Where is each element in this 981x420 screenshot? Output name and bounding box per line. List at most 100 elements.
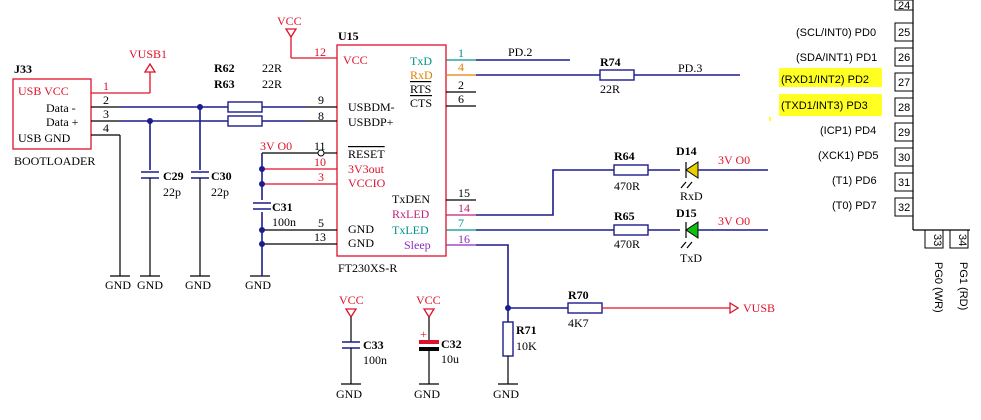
capacitor-c29: C29 22p: [141, 169, 184, 276]
mcu-label-pd3: (TXD1/INT3) PD3: [781, 100, 868, 112]
gnd-c29: GND: [137, 278, 163, 292]
led-d14: [685, 161, 699, 179]
j33-pin2-num: 2: [103, 93, 109, 107]
v3v-label-d14: 3V O0: [718, 153, 750, 167]
mcu-label-pg0: PG0 (WR): [932, 262, 944, 313]
j33-pin3-num: 3: [103, 107, 109, 121]
power-vusb1: VUSB1: [129, 47, 167, 93]
highlight-pd3: [779, 94, 882, 116]
mcu-num-33: 33: [931, 234, 943, 246]
u15-pin-gnd1: GND: [348, 222, 374, 236]
d15-label: TxD: [680, 251, 702, 265]
u15-num-12: 12: [314, 45, 326, 59]
u15-pin-rxd: RxD: [410, 68, 433, 82]
j33-name: BOOTLOADER: [14, 154, 95, 168]
mcu-num-25: 25: [898, 27, 910, 39]
u15-pin-cts: CTS: [410, 96, 432, 110]
mcu-label-pd7: (T0) PD7: [832, 200, 877, 212]
u15-num-7: 7: [458, 216, 464, 230]
resistor-r65: [613, 224, 649, 236]
u15-pin-usbdp: USBDP+: [348, 115, 394, 129]
r65-ref: R65: [614, 209, 635, 223]
j33-pin1-num: 1: [103, 79, 109, 93]
mcu-num-34: 34: [956, 234, 968, 246]
u15-pin-vcc: VCC: [343, 53, 368, 67]
mcu-label-pd2: (RXD1/INT2) PD2: [781, 74, 869, 86]
c29-value: 22p: [163, 185, 181, 199]
u15-pin-rts: RTS: [410, 82, 431, 96]
r70-ref: R70: [568, 288, 589, 302]
mcu-label-pd4: (ICP1) PD4: [820, 125, 876, 137]
mcu-partial: 24 (SCL/INT0) PD0 (SDA/INT1) PD1 (RXD1/I…: [781, 0, 970, 313]
d14-label: RxD: [680, 189, 703, 203]
u15-pin-rxled: RxLED: [392, 207, 430, 221]
u15-num-3: 3: [318, 170, 324, 184]
net-pd2-pd3: PD.2 R74 22R PD.3: [476, 45, 740, 96]
c33-ref: C33: [363, 338, 384, 352]
u15-num-13: 13: [314, 230, 326, 244]
gnd-r71: GND: [493, 387, 519, 401]
vusb1-label: VUSB1: [129, 47, 167, 61]
resistor-r74: [599, 69, 635, 81]
net-pd3-label: PD.3: [678, 61, 702, 75]
c32-value: 10u: [441, 352, 459, 366]
resistor-r62: R62 22R: [214, 61, 282, 113]
vusb-label: VUSB: [743, 301, 775, 315]
svg-text:+: +: [420, 327, 427, 341]
u15-num-11: 11: [314, 139, 326, 153]
c31-value: 100n: [272, 215, 296, 229]
u15-num-5: 5: [318, 216, 324, 230]
r65-value: 470R: [614, 237, 640, 251]
resistor-r64: [613, 164, 649, 176]
mcu-num-30: 30: [898, 152, 910, 164]
gnd-u15: GND: [245, 278, 271, 292]
mcu-num-24: 24: [898, 0, 910, 12]
u15-pin-vccio: VCCIO: [348, 176, 386, 190]
c29-ref: C29: [163, 169, 184, 183]
u15-pin-sleep: Sleep: [404, 238, 431, 252]
u15-pin-gnd2: GND: [348, 236, 374, 250]
r62-value: 22R: [262, 61, 282, 75]
u15-pin-txden: TxDEN: [392, 192, 430, 206]
u15-pin-3v3out: 3V3out: [348, 162, 385, 176]
mcu-num-28: 28: [898, 102, 910, 114]
c30-ref: C30: [211, 169, 232, 183]
capacitor-c32: VCC + C32 10u GND: [414, 293, 462, 401]
mcu-label-pd0: (SCL/INT0) PD0: [796, 27, 876, 39]
resistor-r71: [502, 321, 514, 357]
u15-num-15: 15: [458, 186, 470, 200]
u15-num-8: 8: [318, 109, 324, 123]
mcu-label-pd6: (T1) PD6: [832, 175, 877, 187]
u15-num-14: 14: [458, 201, 470, 215]
j33-pin4-label: USB GND: [18, 131, 71, 145]
gnd-c33: GND: [336, 387, 362, 401]
c32-ref: C32: [441, 337, 462, 351]
mcu-num-31: 31: [898, 177, 910, 189]
v3v-label-d15: 3V O0: [718, 214, 750, 228]
connector-j33: J33 USB VCC Data - Data + USB GND BOOTLO…: [12, 62, 150, 168]
gnd-c32: GND: [414, 387, 440, 401]
c33-value: 100n: [363, 353, 387, 367]
u15-pin-reset: RESET: [348, 147, 385, 161]
d14-ref: D14: [676, 144, 697, 158]
gnd-symbols-left: GND GND GND GND: [105, 275, 271, 292]
txled-path: R65 470R D15 TxD 3V O0: [476, 206, 768, 265]
rxled-path: R64 470R D14 RxD 3V O0: [476, 144, 768, 216]
j33-ref: J33: [14, 62, 32, 76]
highlight-pd2: [779, 68, 882, 87]
r63-ref: R63: [214, 77, 235, 91]
capacitor-c33: VCC C33 100n GND: [336, 293, 387, 401]
mcu-num-32: 32: [898, 202, 910, 214]
mcu-label-pd5: (XCK1) PD5: [818, 150, 879, 162]
resistor-r70: [567, 302, 603, 314]
v3v-label-u15: 3V O0: [260, 139, 292, 153]
r71-ref: R71: [516, 323, 537, 337]
u15-part: FT230XS-R: [338, 261, 397, 275]
mcu-label-pd1: (SDA/INT1) PD1: [796, 52, 877, 64]
ic-u15: U15 FT230XS-R VCC USBDM- USBDP+ RESET 3V…: [262, 29, 476, 275]
mcu-num-26: 26: [898, 52, 910, 64]
u15-pin-txd: TxD: [410, 54, 432, 68]
r63-value: 22R: [262, 77, 282, 91]
resistor-r63: R63 22R: [214, 77, 282, 127]
